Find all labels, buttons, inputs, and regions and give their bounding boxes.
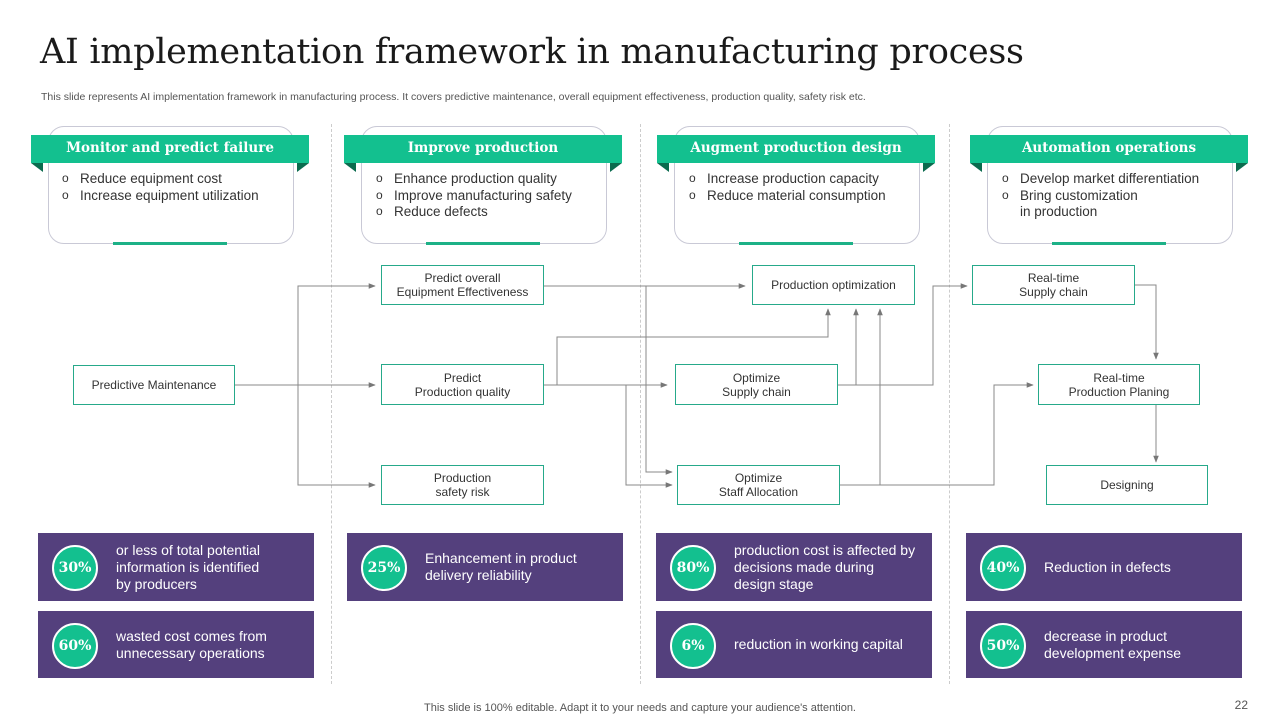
- bullet-item: Reduce defects: [376, 203, 572, 221]
- bullet-item: Increase production capacity: [689, 170, 886, 188]
- node-designing: Designing: [1046, 465, 1208, 505]
- node-optimize-supply-chain: Optimize Supply chain: [675, 364, 838, 405]
- connector: [880, 382, 1034, 486]
- ribbon-fold: [31, 163, 43, 172]
- bullet-item: Develop market differentiation: [1002, 170, 1199, 188]
- connector: [645, 286, 673, 475]
- ribbon-fold: [1236, 163, 1248, 172]
- stat-text: Reduction in defects: [1044, 558, 1171, 575]
- card-accent: [426, 242, 540, 245]
- stat-box: 25% Enhancement in product delivery reli…: [347, 533, 623, 601]
- ribbon-fold: [923, 163, 935, 172]
- bullet-item: Reduce material consumption: [689, 187, 886, 205]
- stat-badge: 6%: [670, 623, 716, 669]
- node-predict-oee: Predict overall Equipment Effectiveness: [381, 265, 544, 305]
- connector: [838, 283, 968, 386]
- stat-box: 60% wasted cost comes from unnecessary o…: [38, 611, 314, 678]
- slide-subtitle: This slide represents AI implementation …: [41, 91, 866, 103]
- connector: [556, 308, 831, 385]
- ribbon-fold: [657, 163, 669, 172]
- card-accent: [113, 242, 227, 245]
- column-divider: [640, 124, 641, 684]
- node-realtime-planning: Real-time Production Planing: [1038, 364, 1200, 405]
- bullet-item: Reduce equipment cost: [62, 170, 259, 188]
- column-heading-monitor: Monitor and predict failure: [31, 135, 309, 163]
- ribbon-fold: [297, 163, 309, 172]
- slide-footer: This slide is 100% editable. Adapt it to…: [424, 702, 856, 714]
- card-accent: [1052, 242, 1166, 245]
- node-predict-quality: Predict Production quality: [381, 364, 544, 405]
- connector: [625, 385, 673, 488]
- connector: [297, 283, 376, 385]
- ribbon-fold: [970, 163, 982, 172]
- stat-badge: 60%: [52, 623, 98, 669]
- column-heading-automation: Automation operations: [970, 135, 1248, 163]
- column-bullets-automation: Develop market differentiation Bring cus…: [1002, 170, 1199, 221]
- stat-box: 80% production cost is affected by decis…: [656, 533, 932, 601]
- node-realtime-supply-chain: Real-time Supply chain: [972, 265, 1135, 305]
- column-bullets-improve: Enhance production quality Improve manuf…: [376, 170, 572, 221]
- ribbon-fold: [344, 163, 356, 172]
- ribbon-fold: [610, 163, 622, 172]
- bullet-item: Enhance production quality: [376, 170, 572, 188]
- stat-badge: 25%: [361, 545, 407, 591]
- stat-box: 6% reduction in working capital: [656, 611, 932, 678]
- stat-box: 30% or less of total potential informati…: [38, 533, 314, 601]
- stat-box: 40% Reduction in defects: [966, 533, 1242, 601]
- node-predictive-maintenance: Predictive Maintenance: [73, 365, 235, 405]
- stat-text: decrease in product development expense: [1044, 627, 1181, 661]
- stat-badge: 80%: [670, 545, 716, 591]
- node-safety-risk: Production safety risk: [381, 465, 544, 505]
- stat-box: 50% decrease in product development expe…: [966, 611, 1242, 678]
- card-accent: [739, 242, 853, 245]
- page-number: 22: [1234, 698, 1248, 712]
- stat-badge: 30%: [52, 545, 98, 591]
- stat-text: Enhancement in product delivery reliabil…: [425, 550, 577, 583]
- connector: [840, 308, 883, 486]
- column-bullets-augment: Increase production capacity Reduce mate…: [689, 170, 886, 205]
- stat-text: reduction in working capital: [734, 636, 903, 652]
- column-heading-augment: Augment production design: [657, 135, 935, 163]
- stat-text: or less of total potential information i…: [116, 541, 260, 592]
- column-bullets-monitor: Reduce equipment cost Increase equipment…: [62, 170, 259, 205]
- stat-text: production cost is affected by decisions…: [734, 541, 916, 592]
- connector: [1135, 284, 1159, 360]
- node-optimize-staff: Optimize Staff Allocation: [677, 465, 840, 505]
- stat-badge: 50%: [980, 623, 1026, 669]
- stat-badge: 40%: [980, 545, 1026, 591]
- connector: [297, 385, 376, 488]
- slide-title: AI implementation framework in manufactu…: [40, 32, 1024, 72]
- stat-text: wasted cost comes from unnecessary opera…: [116, 627, 267, 661]
- bullet-item: Bring customization in production: [1002, 187, 1199, 221]
- column-heading-improve: Improve production: [344, 135, 622, 163]
- node-production-optimization: Production optimization: [752, 265, 915, 305]
- column-divider: [949, 124, 950, 684]
- bullet-item: Improve manufacturing safety: [376, 187, 572, 205]
- bullet-item: Increase equipment utilization: [62, 187, 259, 205]
- column-divider: [331, 124, 332, 684]
